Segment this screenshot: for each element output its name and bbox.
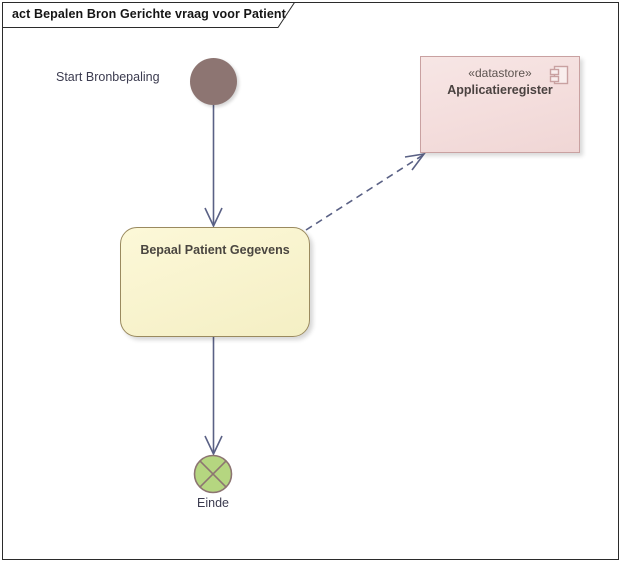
- flow-final-icon: [193, 454, 233, 494]
- start-node[interactable]: [190, 58, 237, 105]
- component-icon: [549, 64, 571, 86]
- diagram-title-label: act Bepalen Bron Gerichte vraag voor Pat…: [12, 7, 286, 21]
- diagram-title-tab: act Bepalen Bron Gerichte vraag voor Pat…: [2, 2, 296, 28]
- title-tab-shape: [2, 2, 296, 28]
- activity-node-bepaal-patient-gegevens[interactable]: Bepaal Patient Gegevens: [120, 227, 310, 337]
- datastore-stereotype-label: «datastore»: [468, 66, 532, 80]
- activity-node-label: Bepaal Patient Gegevens: [140, 243, 290, 257]
- datastore-name-label: Applicatieregister: [447, 83, 553, 97]
- end-node[interactable]: [193, 454, 233, 494]
- datastore-node-applicatieregister[interactable]: «datastore» Applicatieregister: [420, 56, 580, 153]
- end-node-label: Einde: [197, 496, 229, 510]
- start-node-label: Start Bronbepaling: [56, 70, 160, 84]
